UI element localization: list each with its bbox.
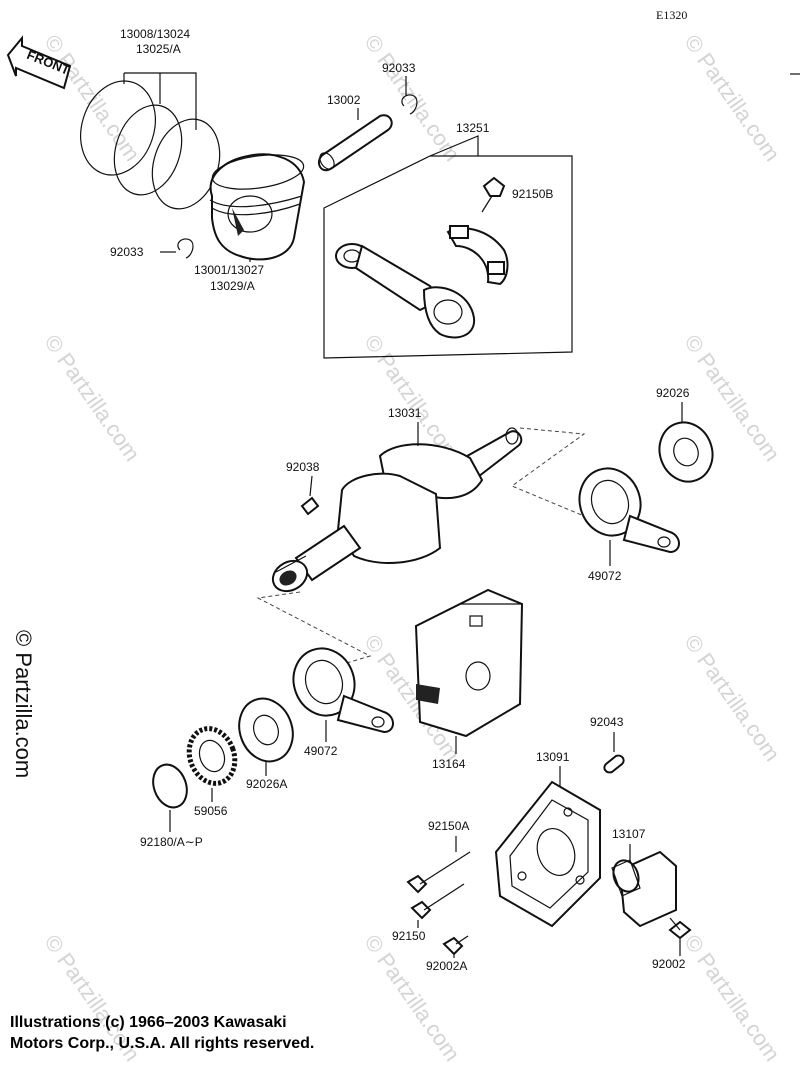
woodruff-key [300, 496, 320, 516]
circlip-left [177, 238, 194, 259]
label-shim: 92180/A∼P [140, 835, 203, 849]
label-key: 92038 [286, 460, 320, 474]
copyright-line-1: Illustrations (c) 1966–2003 Kawasaki [10, 1014, 287, 1031]
crankshaft [271, 427, 523, 593]
copyright-notice: Illustrations (c) 1966–2003 Kawasaki Mot… [10, 1012, 314, 1054]
bearing-holder [611, 850, 677, 928]
label-bolt-long: 92150A [428, 819, 469, 833]
label-pin: 13002 [327, 93, 361, 107]
label-case: 13164 [432, 757, 466, 771]
label-clip-top: 92033 [382, 61, 416, 75]
crankcase-half [414, 588, 524, 738]
washer-right [658, 421, 714, 483]
label-piston-2: 13029/A [210, 279, 255, 293]
balancer-weight-right [578, 467, 680, 554]
alignment-line [510, 427, 586, 517]
label-rings-1: 13008/13024 [120, 27, 190, 41]
rod-cap [446, 225, 509, 286]
label-bolt-a: 92002A [426, 959, 467, 973]
rod-bolt [481, 176, 506, 213]
label-rod-bolt: 92150B [512, 187, 553, 201]
front-arrow-icon: FRONT [6, 35, 72, 90]
bolt-a [442, 935, 469, 956]
piston-rings [80, 72, 221, 210]
piston [209, 153, 306, 261]
rod-assembly-box [323, 135, 573, 359]
dowel-pin [603, 754, 625, 774]
label-bolt-b: 92002 [652, 957, 686, 971]
long-bolt [410, 883, 465, 920]
label-cover: 13091 [536, 750, 570, 764]
piston-pin [317, 114, 393, 172]
bolt-b [668, 917, 692, 940]
gear [186, 726, 238, 786]
label-washer-left: 92026A [246, 777, 287, 791]
side-watermark: © Partzilla.com [11, 630, 36, 779]
diagram-code: E1320 [656, 8, 688, 22]
label-clip-left: 92033 [110, 245, 144, 259]
long-bolt [406, 851, 471, 894]
label-rings-2: 13025/A [136, 42, 181, 56]
label-crank: 13031 [388, 406, 422, 420]
label-rod-assy: 13251 [456, 121, 490, 135]
label-piston-1: 13001/13027 [194, 263, 264, 277]
connecting-rod [335, 243, 476, 339]
label-gear: 59056 [194, 804, 228, 818]
label-bolt-short: 92150 [392, 929, 426, 943]
alignment-line [256, 591, 372, 669]
label-balancer-right: 49072 [588, 569, 622, 583]
copyright-line-2: Motors Corp., U.S.A. All rights reserved… [10, 1035, 315, 1052]
label-washer-right: 92026 [656, 386, 690, 400]
circlip-top [401, 94, 418, 115]
washer-left [238, 697, 294, 763]
shim [152, 763, 188, 809]
label-dowel: 92043 [590, 715, 624, 729]
crankcase-cover [494, 780, 601, 928]
label-holder: 13107 [612, 827, 646, 841]
label-balancer-left: 49072 [304, 744, 338, 758]
balancer-weight-left [292, 647, 394, 734]
